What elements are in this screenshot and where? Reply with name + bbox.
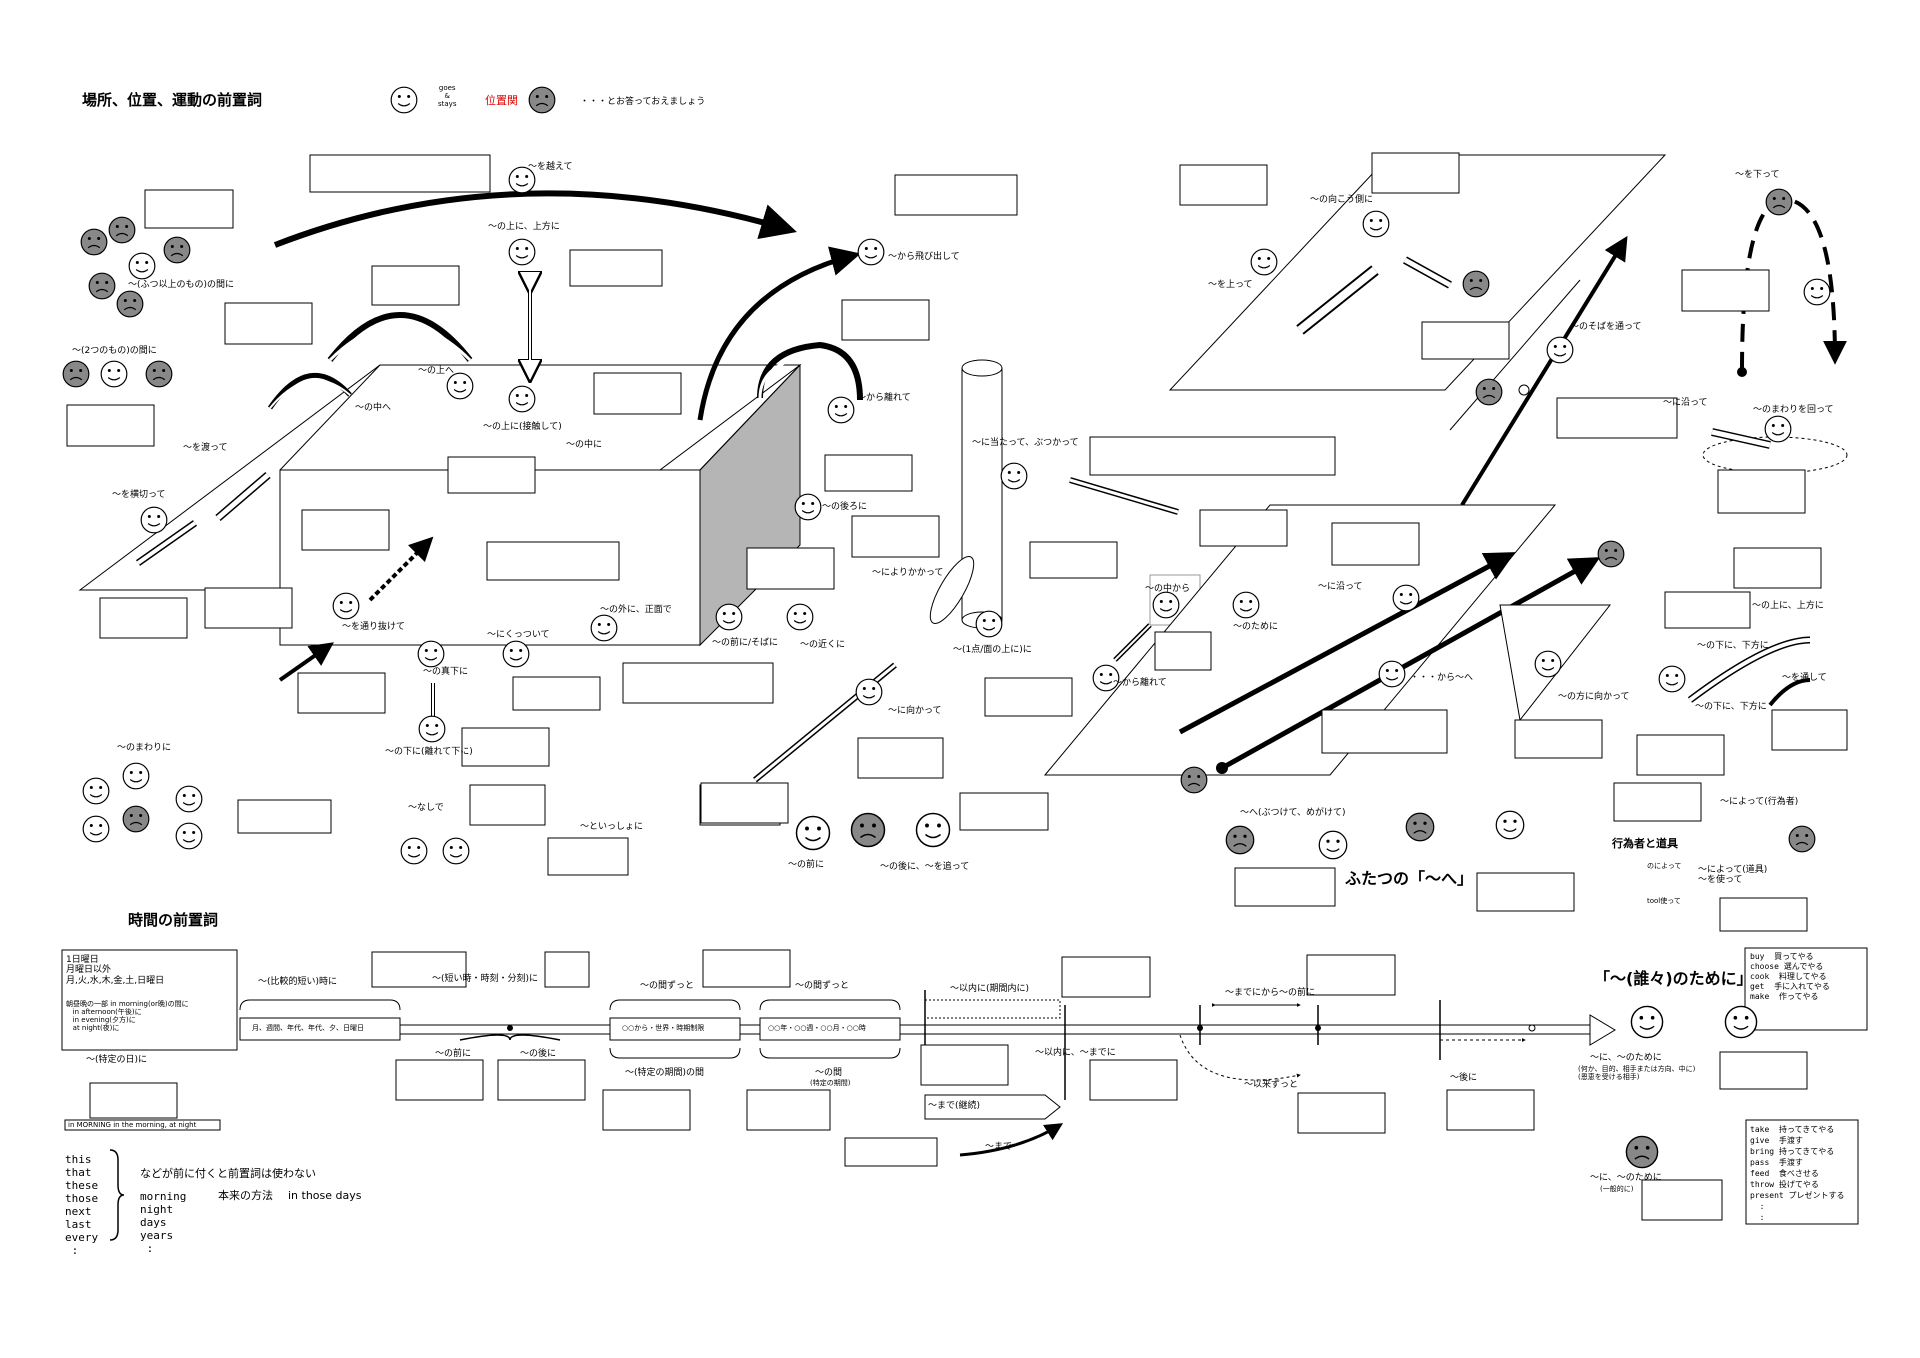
time-go-ni: ～後に [1450,1073,1478,1083]
label-o-kudatte: ～を下って [1735,170,1780,180]
label-no-shita-toshite: ～の下に、下方に [1695,702,1767,712]
time-made: ～まで [985,1142,1013,1152]
label-no-chikaku: ～の近くに [800,640,846,650]
rule-text: などが前に付くと前置詞は使わない [140,1167,316,1180]
label-no-naka-kara: ～の中から [1145,584,1191,594]
label-no-soto: ～の外に、正面で [600,605,672,615]
label-he-butsukete: ～へ(ぶつけて、めがけて) [1240,808,1346,818]
label-no-mae-soba: ～の前に/そばに [712,638,779,648]
time-made-ni-sub: ～まで(継続) [928,1101,981,1111]
time-no-aida: ～(特定の期間)の間 [625,1068,705,1078]
title-agent-tools: 行為者と道具 [1612,837,1678,850]
label-ni-sotte: ～に沿って [1663,398,1708,408]
label-no-hou-ni: ～の方に向かって [1558,692,1630,702]
time-during2: ～の間ずっと [795,981,850,991]
label-no-naka-he: ～の中へ [355,403,392,413]
label-o-wataatte: ～を渡って [183,443,228,453]
label-no-mae2: ～の前に [788,860,825,870]
label-no-ushiro: ～の後ろに [822,502,868,512]
label-ni-sotte2: ～に沿って [1318,582,1363,592]
label-o-koeru: ～を横切って [112,490,166,500]
label-kara-hanarete: ～から離れて [1113,678,1167,688]
label-futatsu-ijou: ～(ふつ以上のもの)の間に [128,280,235,290]
time-during: ～の間ずっと [640,981,695,991]
label-no-soba-sotte: ～のそばを通って [1570,322,1642,332]
time-on-day: ～(比較的短い)時に [258,977,338,987]
label-ni-mukatte: ～に向かって [888,706,942,716]
time-days: 1日曜日 月曜日以外 月,火,水,木,金,土,日曜日 [66,955,165,986]
time-since: ～以来ずっと [1244,1080,1299,1090]
time-ato: ～の後に [520,1049,557,1059]
label-ni-naite: ～なしで [408,803,444,813]
label-agent-a: のによって [1647,862,1682,870]
word-list-right: morning night days years : [140,1190,187,1255]
label-no-mukou: ～の向こう側に [1310,195,1374,205]
verb-list-bottom: take 持ってきてやる give 手渡す bring 持ってきてやる pass… [1750,1125,1845,1222]
label-kara-he: ・・・から～へ [1410,673,1474,683]
time-tame-b-sub: (一般的に) [1600,1185,1634,1193]
title-two-he: ふたつの「～へ」 [1345,869,1474,888]
time-kan: ～の間 [815,1068,843,1078]
time-at-time: ～(短い時・時刻・分刻)に [432,974,539,984]
label-no-tame-he: ～のために [1233,622,1279,632]
label-o-koete: ～を越えて [528,162,573,172]
title-tame: 「～(誰々)のために」 [1594,969,1753,988]
word-list-left: this that these those next last every : [65,1153,99,1257]
label-no-ue-ue: ～の上に、上方に [488,222,560,232]
time-before-now: ～までにから～の前に [1225,988,1316,998]
time-made-ni: ～以内に、～までに [1035,1048,1116,1058]
time-tame-a: ～に、～のために [1590,1053,1662,1063]
time-parts: 朝昼晩の一部 in morning(or晩)の間に in afternoon(午… [66,1000,189,1033]
title-space: 場所、位置、運動の前置詞 [82,91,263,109]
label-no-shita2: ～の下に(離れて下に) [385,747,473,757]
label-futatsu-no: ～(2つのもの)の間に [72,346,157,356]
time-in-morning: in MORNING in the morning, at night [68,1121,197,1129]
time-in-seg2: ○○年・○○週・○○月・○○時 [768,1024,866,1032]
label-o-toshite: ～を通して [1782,673,1827,683]
label-ni-atatte: ～に当たって、ぶつかって [972,438,1079,448]
label-ni-yotte-dougu: ～によって(道具) ～を使って [1698,865,1768,886]
label-o-mawatte: ～のまわりを回って [1753,405,1834,415]
label-no-shita-shita: ～の下に、下方に [1697,641,1769,651]
label-o-agatte: ～を上って [1208,280,1253,290]
time-kan-sub: (特定の期間) [810,1079,851,1087]
label-to-issho: ～といっしょに [580,822,644,832]
label-ni-fuchi: ～(1点/面の上に)に [953,645,1032,655]
time-mae: ～の前に [435,1049,472,1059]
legend-goes-stays: goes & stays [438,84,457,109]
label-no-ue-uehou: ～の上に、上方に [1752,601,1824,611]
label-ni-yotte-koui: ～によって(行為者) [1720,797,1799,807]
label-no-ue-he: ～の上へ [418,366,455,376]
label-no-mawari: ～のまわりに [117,743,172,753]
time-tame-a-sub: (何か、目的、相手または方向、中に) (恩恵を受ける相手) [1578,1065,1696,1082]
verb-list-top: buy 買ってやる choose 選んでやる cook 料理してやる get 手… [1750,952,1830,1001]
legend-position: 位置関 [485,94,518,107]
label-o-tootte: ～を通り抜けて [342,622,406,632]
label-no-ue-sesshite: ～の上に(接触して) [483,422,562,432]
time-day-to: ～(特定の日)に [86,1055,148,1065]
legend-note: ・・・とお答っておえましょう [580,97,706,107]
time-at-month: 月、週間、年代、年代、夕、日曜日 [252,1024,364,1032]
label-no-naka-ni: ～の中に [566,440,603,450]
example-text: 本来の方法 [218,1189,273,1202]
example-phrase: in those days [288,1189,362,1202]
label-no-ato-kouho: ～の後に、～を追って [880,862,970,872]
label-agent-b: tool使って [1647,897,1681,905]
label-no-shita: ～の真下に [423,667,469,677]
time-tame-b: ～に、～のために [1590,1173,1662,1183]
label-ni-yorikakatte: ～によりかかって [872,568,944,578]
label-ni-kuttsuite: ～にくっついて [487,630,550,640]
label-kara-hanarete-top: ～から離れて [857,393,911,403]
title-time: 時間の前置詞 [128,911,219,929]
time-in-seg1: ○○から・世界・時期制限 [622,1024,705,1032]
label-kara-dete: ～から飛び出して [888,252,960,262]
time-until-day: ～以内に(期間内に) [950,984,1030,994]
